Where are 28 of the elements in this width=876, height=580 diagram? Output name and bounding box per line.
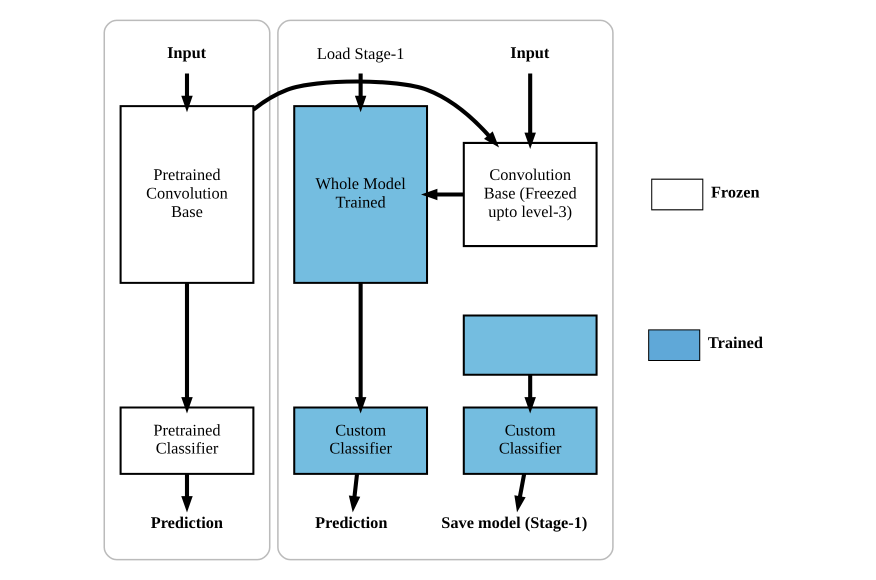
node-text: Save model (Stage-1) [441, 512, 588, 532]
node-text: Input [167, 42, 206, 62]
node-text: Load Stage-1 [316, 44, 404, 63]
legend-label: Frozen [710, 182, 760, 202]
cluster [104, 20, 270, 560]
node-box [462, 314, 598, 376]
node-box: Custom Classifier [462, 406, 598, 475]
node-text: Prediction [150, 512, 223, 532]
arrow [354, 282, 366, 414]
node-box: Pretrained Convolution Base [120, 105, 254, 284]
arrow [181, 74, 193, 112]
arrow [524, 375, 536, 414]
arrow [524, 74, 536, 150]
arrow [348, 474, 360, 512]
node-box: Pretrained Classifier [120, 406, 254, 475]
arrow [181, 474, 193, 512]
node-box: Custom Classifier [293, 406, 428, 475]
node-box: Convolution Base (Freezed upto level-3) [462, 142, 598, 248]
node-box: Whole Model Trained [293, 105, 428, 284]
node-text: Prediction [315, 512, 388, 532]
arrow [252, 79, 500, 148]
arrow [421, 188, 464, 200]
arrow [514, 474, 526, 512]
node-text: Input [510, 42, 550, 62]
arrow [181, 282, 193, 414]
arrow [354, 74, 366, 112]
legend-label: Trained [708, 333, 763, 352]
cluster [277, 20, 614, 560]
